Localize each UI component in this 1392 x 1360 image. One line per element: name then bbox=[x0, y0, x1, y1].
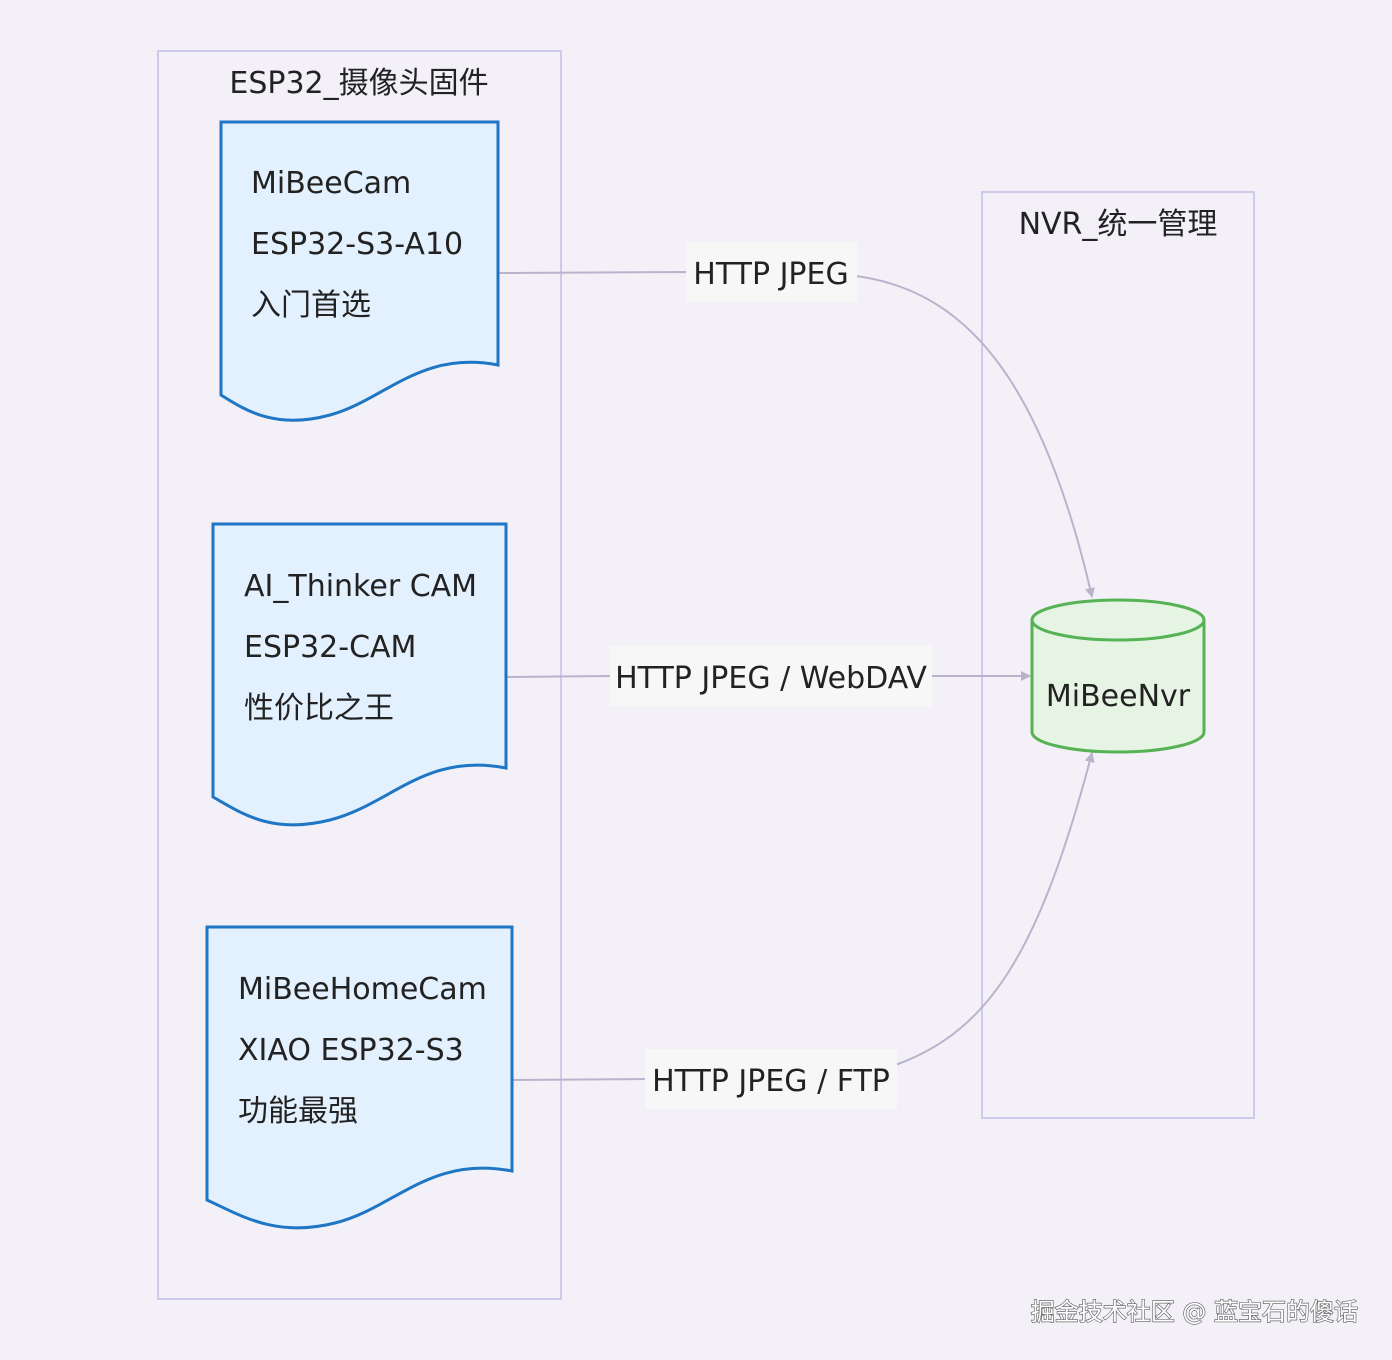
node-mibeehomecam[interactable]: MiBeeHomeCam XIAO ESP32-S3 功能最强 bbox=[205, 925, 514, 1230]
node-aithinker-line-3: 性价比之王 bbox=[244, 691, 394, 726]
document-shape bbox=[219, 120, 500, 422]
edge-mibeecam-to-nvr[interactable]: HTTP JPEG bbox=[498, 242, 1095, 598]
database-body bbox=[1030, 620, 1206, 754]
edge-label-http-jpeg-webdav: HTTP JPEG / WebDAV bbox=[615, 661, 927, 696]
edge-mibeehomecam-to-nvr[interactable]: HTTP JPEG / FTP bbox=[512, 752, 1095, 1109]
edge-label-bg bbox=[610, 646, 932, 706]
document-shape bbox=[211, 522, 508, 827]
cluster-nvr-management-border bbox=[981, 191, 1255, 1119]
document-shape bbox=[205, 925, 514, 1230]
edge-label-http-jpeg-ftp: HTTP JPEG / FTP bbox=[652, 1064, 890, 1099]
cluster-nvr-management: NVR_统一管理 bbox=[981, 191, 1255, 1119]
node-mibeehomecam-line-3: 功能最强 bbox=[238, 1094, 358, 1129]
node-aithinker-line-1: AI_Thinker CAM bbox=[244, 569, 477, 604]
node-mibeehomecam-line-1: MiBeeHomeCam bbox=[238, 972, 487, 1007]
node-mibeecam-line-3: 入门首选 bbox=[251, 288, 371, 323]
edge-mibeecam-to-nvr-line bbox=[498, 270, 1095, 598]
cluster-esp32-firmware-border bbox=[157, 50, 562, 1300]
edge-aithinker-to-nvr[interactable]: HTTP JPEG / WebDAV bbox=[506, 646, 1031, 706]
cluster-nvr-management-title: NVR_统一管理 bbox=[1019, 207, 1218, 242]
node-mibeehomecam-line-2: XIAO ESP32-S3 bbox=[238, 1033, 464, 1068]
edge-label-http-jpeg: HTTP JPEG bbox=[693, 257, 848, 292]
node-mibeecam-line-2: ESP32-S3-A10 bbox=[251, 227, 463, 262]
node-mibeenvr-label: MiBeeNvr bbox=[1046, 679, 1191, 714]
cluster-esp32-firmware: ESP32_摄像头固件 bbox=[157, 50, 562, 1300]
node-mibeecam[interactable]: MiBeeCam ESP32-S3-A10 入门首选 bbox=[219, 120, 500, 422]
cluster-esp32-firmware-title: ESP32_摄像头固件 bbox=[229, 66, 488, 101]
watermark: 掘金技术社区 @ 蓝宝石的傻话 bbox=[1031, 1298, 1358, 1326]
edge-mibeehomecam-to-nvr-line bbox=[512, 752, 1095, 1081]
database-top bbox=[1030, 598, 1206, 642]
node-aithinker-line-2: ESP32-CAM bbox=[244, 630, 416, 665]
edge-label-bg bbox=[645, 1049, 897, 1109]
node-mibeecam-line-1: MiBeeCam bbox=[251, 166, 411, 201]
node-mibeenvr[interactable]: MiBeeNvr bbox=[1030, 598, 1206, 754]
edge-label-bg bbox=[686, 242, 857, 302]
node-aithinker-cam[interactable]: AI_Thinker CAM ESP32-CAM 性价比之王 bbox=[211, 522, 508, 827]
